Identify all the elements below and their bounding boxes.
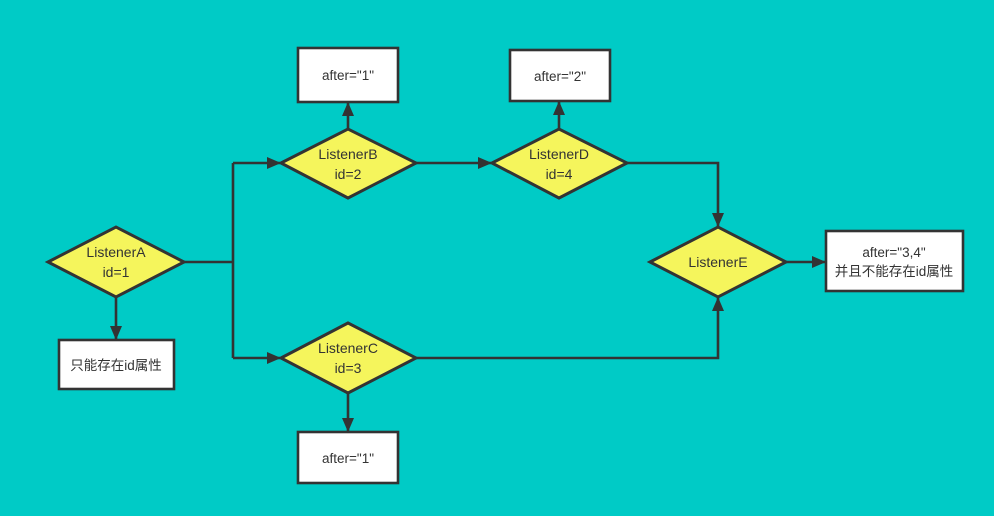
listener-b-id: id=2 [335, 166, 362, 182]
note-layer: after="1" after="2" 只能存在id属性 after="1" a… [57, 46, 965, 485]
node-layer: ListenerA id=1 ListenerB id=2 ListenerC … [44, 127, 790, 395]
listener-c-label: ListenerC [318, 340, 378, 356]
note-after-1-top-box [296, 46, 400, 104]
note-after-1-bottom-box [296, 430, 400, 485]
note-after-3-4-text-line2: 并且不能存在id属性 [835, 264, 954, 279]
arrow-listener-d-to-listener-e [627, 161, 724, 227]
listener-a-diamond [44, 225, 188, 299]
listener-d-id: id=4 [546, 166, 573, 182]
note-only-id-text: 只能存在id属性 [70, 358, 162, 373]
note-after-1-bottom-text: after="1" [322, 451, 374, 466]
note-only-id-box [57, 338, 176, 391]
listener-e-label: ListenerE [688, 254, 747, 270]
listener-a-id: id=1 [103, 264, 130, 280]
note-after-1-top-text: after="1" [322, 68, 374, 83]
listener-d-label: ListenerD [529, 146, 589, 162]
listener-a-label: ListenerA [86, 244, 146, 260]
note-after-3-4-text-line1: after="3,4" [862, 245, 925, 260]
note-after-2-text: after="2" [534, 69, 586, 84]
connector-a-branch-trunk [184, 163, 235, 358]
note-after-2-box [508, 48, 612, 103]
listener-d-diamond [488, 127, 631, 200]
listener-b-diamond [277, 127, 420, 200]
listener-c-id: id=3 [335, 360, 362, 376]
listener-c-diamond [277, 321, 420, 395]
listener-b-label: ListenerB [318, 146, 377, 162]
arrow-listener-c-to-listener-e [416, 297, 724, 360]
note-after-3-4-box [824, 229, 965, 293]
connector-layer [110, 101, 826, 432]
listener-e-diamond [646, 225, 790, 299]
